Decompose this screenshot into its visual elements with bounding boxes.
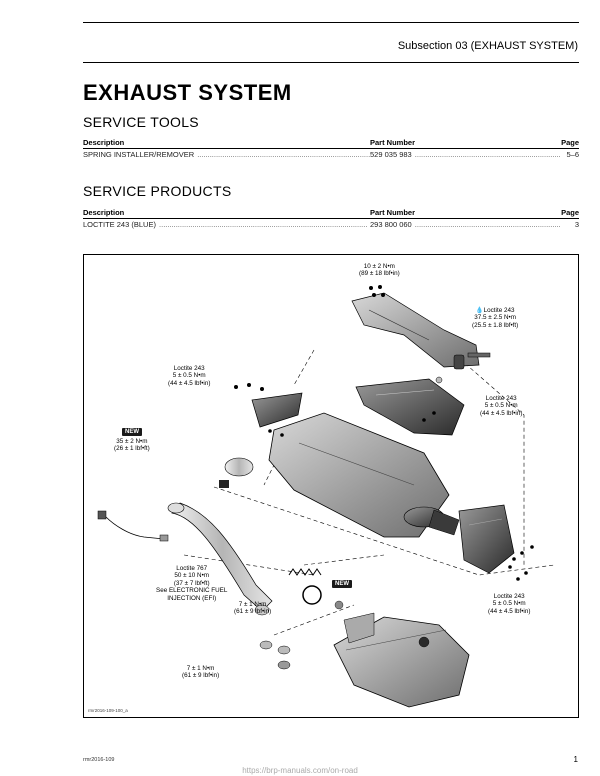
product-part-number: 293 800 060	[370, 220, 413, 229]
tool-page-link[interactable]: 5–6	[566, 150, 579, 159]
col-description: Description	[83, 208, 125, 217]
support-bracket	[351, 292, 491, 384]
resonator	[333, 612, 470, 708]
footer-doc-id: rmr2016-109	[83, 757, 115, 763]
table-row: LOCTITE 243 (BLUE) .....................…	[83, 220, 579, 229]
new-badge-2: NEW	[332, 580, 352, 588]
spring-torque-label: 7 ± 1 N•m (61 ± 9 lbf•in)	[234, 601, 272, 616]
end-cap-shield	[458, 504, 515, 574]
sensor-label: Loctite 767 50 ± 10 N•m (37 ± 7 lbf•ft) …	[156, 565, 228, 602]
heat-shield-upper	[355, 378, 465, 436]
product-description: LOCTITE 243 (BLUE)	[83, 220, 157, 229]
table-row: SPRING INSTALLER/REMOVER ...............…	[83, 150, 579, 159]
watermark-url[interactable]: https://brp-manuals.com/on-road	[242, 766, 358, 775]
clamp-torque-label: 35 ± 2 N•m (26 ± 1 lbf•ft)	[114, 438, 150, 453]
br-loctite-label: Loctite 243 5 ± 0.5 N•m (44 ± 4.5 lbf•in…	[488, 593, 531, 615]
top-rule	[83, 22, 579, 23]
bottom-gaskets	[259, 640, 291, 670]
left-loctite-label: Loctite 243 5 ± 0.5 N•m (44 ± 4.5 lbf•in…	[168, 365, 211, 387]
table-header: Description Part Number Page	[83, 138, 579, 149]
service-tools-heading: SERVICE TOOLS	[83, 114, 199, 130]
top-torque-label: 10 ± 2 N•m (89 ± 18 lbf•in)	[359, 263, 400, 278]
springs-and-clamp	[254, 568, 344, 616]
header-rule	[83, 62, 579, 63]
service-tools-table: Description Part Number Page SPRING INST…	[83, 138, 579, 159]
tool-description: SPRING INSTALLER/REMOVER	[83, 150, 196, 159]
tool-part-number: 529 035 983	[370, 150, 413, 159]
diagram-drawing	[97, 285, 555, 708]
table-header: Description Part Number Page	[83, 208, 579, 219]
left-heat-shield	[251, 392, 303, 428]
bottom-torque-label: 7 ± 1 N•m (61 ± 9 lbf•in)	[182, 665, 220, 680]
muffler-inlet-clamp	[219, 457, 254, 488]
bolts-group	[234, 285, 534, 581]
exhaust-pipe	[167, 502, 273, 612]
page-title: EXHAUST SYSTEM	[83, 80, 292, 105]
right-loctite-label: 💧Loctite 243 37.5 ± 2.5 N•m (25.5 ± 1.8 …	[472, 307, 519, 329]
figure-id: rmr2016-109-100_a	[88, 708, 128, 713]
col-part-number: Part Number	[370, 208, 416, 217]
col-page: Page	[561, 138, 579, 147]
muffler	[268, 412, 460, 538]
product-page-link[interactable]: 3	[574, 220, 579, 229]
exhaust-exploded-diagram: 10 ± 2 N•m (89 ± 18 lbf•in) 💧Loctite 243…	[83, 254, 579, 718]
col-page: Page	[561, 208, 579, 217]
service-products-table: Description Part Number Page LOCTITE 243…	[83, 208, 579, 229]
subsection-header: Subsection 03 (EXHAUST SYSTEM)	[397, 40, 578, 52]
oxygen-sensor	[97, 510, 169, 542]
col-description: Description	[83, 138, 125, 147]
mid-loctite-label: Loctite 243 5 ± 0.5 N•m (44 ± 4.5 lbf•in…	[480, 395, 523, 417]
col-part-number: Part Number	[370, 138, 416, 147]
footer-page-number: 1	[573, 755, 578, 764]
service-products-heading: SERVICE PRODUCTS	[83, 183, 232, 199]
loctite-drop-icon: 💧Loctite 243	[475, 307, 515, 314]
new-badge: NEW	[122, 428, 142, 436]
